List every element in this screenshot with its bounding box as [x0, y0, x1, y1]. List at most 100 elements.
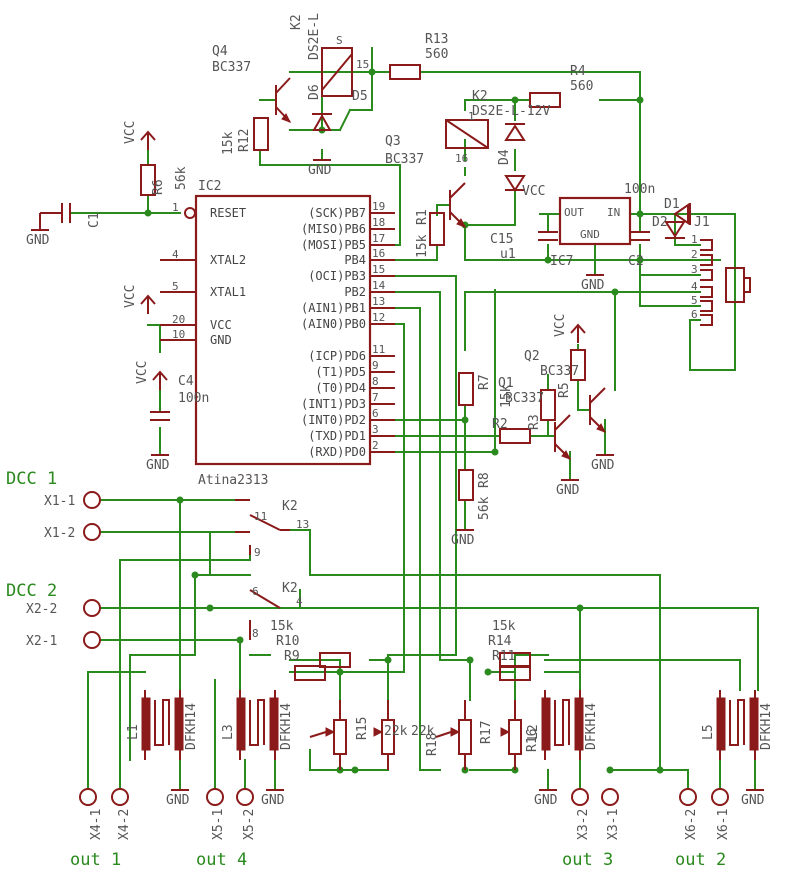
ic2-left-pin-0: RESET [210, 206, 246, 220]
j1-label: J1 [694, 215, 710, 230]
c4-value: 100n [178, 391, 209, 406]
ic2-right-pin-num-13: 3 [372, 423, 379, 436]
ic2-right-pin-2: (MOSI)PB5 [301, 238, 366, 252]
gnd-symbol-0: GND [26, 229, 50, 248]
reg-out-label: OUT [564, 206, 584, 219]
resistor-r3 [540, 389, 556, 421]
ic2-right-pin-8: (ICP)PD6 [308, 349, 366, 363]
transformer-label-l5: L5 [701, 724, 716, 740]
gnd-label-8: GND [261, 793, 285, 808]
x1-2-label: X1-2 [44, 526, 75, 541]
j1-pin-num-2: 2 [691, 248, 698, 261]
wires [69, 47, 759, 791]
transformer-part-l3: DFKH14 [279, 703, 294, 750]
c2-label: C2 [628, 254, 644, 269]
r1-value: 15k [415, 234, 430, 258]
ic2-left-pin-3: VCC [210, 318, 232, 332]
transformer-label-l3: L3 [221, 724, 236, 740]
ic2-right-pin-1: (MISO)PB6 [301, 222, 366, 236]
ic2-right-pin-6: (AIN1)PB1 [301, 301, 366, 315]
gnd-label-1: GND [308, 163, 332, 178]
gnd-symbol-7: GND [166, 789, 190, 808]
u1-label: u1 [500, 247, 516, 262]
resistor-r2 [499, 428, 531, 444]
vcc-symbol-2: VCC [135, 361, 168, 390]
ic2-right-pin-num-7: 12 [372, 311, 385, 324]
k2-pin-8: 8 [252, 627, 259, 640]
ic7-label: IC7 [550, 254, 573, 269]
potentiometers [309, 700, 522, 770]
dcc2-label: DCC 2 [6, 581, 57, 601]
r7-label: R7 [477, 374, 492, 390]
ic2-right-pin-7: (AIN0)PB0 [301, 317, 366, 331]
r6-label: R6 [151, 179, 166, 195]
gnd-symbol-1: GND [308, 159, 332, 178]
ic2-right-pin-num-0: 19 [372, 200, 385, 213]
r13-value: 560 [425, 47, 448, 62]
c1-label: C1 [87, 212, 102, 228]
k2-contact-label: K2 [282, 499, 298, 514]
out3-label: out 3 [562, 850, 613, 870]
junctions [144, 68, 664, 774]
r15-label: R15 [355, 717, 370, 740]
resistor-r4 [529, 92, 561, 108]
ic2-right-pin-3: PB4 [344, 253, 366, 267]
r9-value: 15k [270, 619, 294, 634]
gnd-label-4: GND [451, 533, 475, 548]
j1-pin-1 [700, 239, 713, 251]
ic2-right-pin-12: (INT0)PD2 [301, 413, 366, 427]
resistor-r7 [458, 372, 474, 406]
gnd-label-7: GND [166, 793, 190, 808]
reg-in-label: IN [607, 206, 620, 219]
dcc1-label: DCC 1 [6, 469, 57, 489]
ic2-right-pin-13: (TXD)PD1 [308, 429, 366, 443]
x3-1-label: X3-1 [606, 809, 621, 840]
ic2-right-pin-num-9: 9 [372, 359, 379, 372]
reg-gnd-label: GND [580, 228, 600, 241]
r16-label: R16 [525, 729, 540, 752]
r1-label: R1 [415, 209, 430, 225]
gnd-label-0: GND [26, 233, 50, 248]
terminals [79, 491, 729, 806]
d2-label: D2 [652, 215, 668, 230]
k2b-pin-1: 1 [468, 110, 475, 123]
transformer-part-l2: DFKH14 [584, 703, 599, 750]
ic2-right-pin-num-2: 17 [372, 232, 385, 245]
k2b-relay: DS2E-L-12V [472, 104, 550, 119]
gnd-symbol-8: GND [261, 789, 285, 808]
k2-pin-4: 4 [296, 595, 303, 608]
resistor-r9 [294, 665, 326, 681]
q4-part: BC337 [212, 60, 251, 75]
ic2-right-pin-14: (RXD)PD0 [308, 445, 366, 459]
ic2-right-pin-4: (OCI)PB3 [308, 269, 366, 283]
k2-relay: DS2E-L [307, 13, 322, 60]
transformer-part-l1: DFKH14 [184, 703, 199, 750]
pot-value-a: 22k [384, 724, 408, 739]
x6-1-label: X6-1 [716, 809, 731, 840]
q2-part: BC337 [540, 364, 579, 379]
gnd-label-3: GND [146, 458, 170, 473]
relay-s: S [336, 34, 343, 47]
j1-pin-num-1: 1 [691, 233, 698, 246]
gnd-label-6: GND [591, 458, 615, 473]
gnd-symbol-10: GND [741, 789, 765, 808]
pot-value-b: 22k [411, 724, 435, 739]
r13-label: R13 [425, 32, 448, 47]
ic2-right-pin-num-11: 7 [372, 391, 379, 404]
relays [235, 47, 489, 640]
ic2-left-pin-num-0: 1 [172, 201, 179, 214]
k2-label: K2 [289, 14, 304, 30]
ic2-right-pin-num-8: 11 [372, 343, 385, 356]
vcc-symbol-0: VCC [123, 121, 156, 150]
ic2-left-pin-num-3: 20 [172, 313, 185, 326]
d4-label: D4 [497, 149, 512, 165]
k2-pin-15: 15 [356, 58, 369, 71]
gnd-symbol-4: GND [451, 529, 475, 548]
j1-pin-2 [700, 254, 713, 266]
k2-contact2-label: K2 [282, 581, 298, 596]
ic2-right-pin-5: PB2 [344, 285, 366, 299]
vcc-label-2: VCC [135, 361, 150, 384]
vcc-label-0: VCC [123, 121, 138, 144]
